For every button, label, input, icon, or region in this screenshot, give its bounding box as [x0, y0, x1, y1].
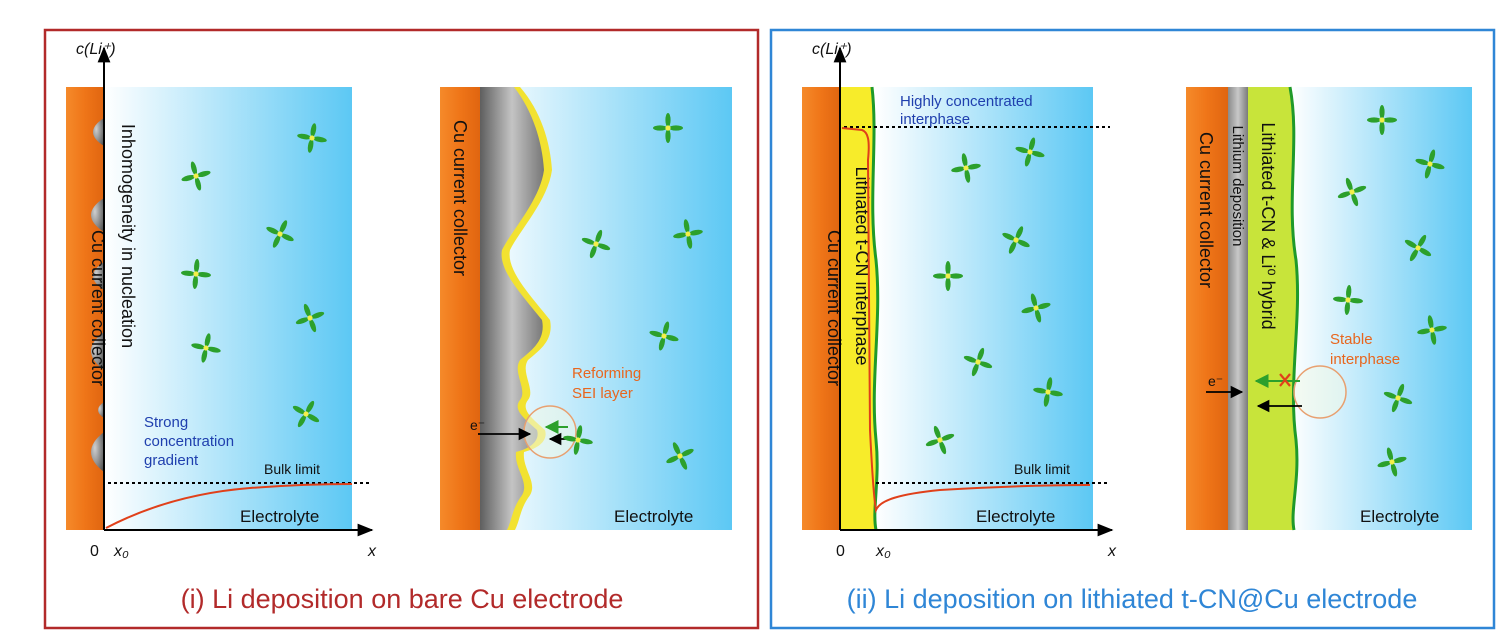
origin-label-ii: 0 [836, 543, 845, 560]
electrolyte-label-left: Electrolyte [240, 507, 319, 526]
cu-current-collector-right-ii [1186, 87, 1228, 530]
li-ion-icon [1383, 383, 1413, 413]
svg-text:gradient: gradient [144, 452, 199, 469]
panel-ii: Cu current collector Lithiated t-CN inte… [769, 28, 1496, 630]
interphase-layer-label: Lithiated t-CN interphase [852, 166, 872, 365]
li-ion-icon [1021, 293, 1051, 323]
svg-text:Reforming: Reforming [572, 365, 641, 382]
li-ion-icon [649, 321, 679, 351]
li-ion-icon [292, 400, 320, 428]
concentration-curve [105, 483, 353, 529]
electrolyte-region [104, 87, 352, 530]
svg-text:Highly concentrated: Highly concentrated [900, 93, 1033, 110]
li-ion-icon [925, 425, 955, 455]
electrolyte-region-right-ii [1290, 87, 1472, 530]
li-ion-icon [1002, 226, 1030, 254]
bulk-limit-label: Bulk limit [264, 461, 320, 477]
cu-collector-label-right: Cu current collector [450, 120, 470, 276]
tcn-interphase-edge [870, 86, 880, 531]
li-ion-icon [297, 123, 327, 153]
li-ion-icon [1404, 234, 1432, 262]
li-ion-icon [295, 303, 325, 333]
x-axis-label: x [367, 543, 377, 560]
svg-text:Strong: Strong [144, 414, 188, 431]
electrolyte-label-right: Electrolyte [614, 507, 693, 526]
svg-text:interphase: interphase [1330, 351, 1400, 368]
hybrid-label: Lithiated t-CN & Li⁰ hybrid [1258, 122, 1278, 329]
electrolyte-label-right-ii: Electrolyte [1360, 507, 1439, 526]
electron-label-ii: e⁻ [1208, 373, 1223, 389]
y-axis-label: c(Li⁺) [76, 41, 116, 58]
cu-current-collector-ii [802, 87, 840, 530]
li-ions [181, 105, 1447, 477]
svg-text:interphase: interphase [900, 111, 970, 128]
cu-collector-label-right-ii: Cu current collector [1196, 132, 1216, 288]
svg-text:SEI layer: SEI layer [572, 385, 633, 402]
sei-label: Reforming SEI layer [572, 365, 641, 402]
li-ion-icon [933, 261, 963, 291]
li-ion-icon [581, 229, 611, 259]
li-ion-icon [191, 333, 221, 363]
lithium-dendrites [480, 87, 544, 530]
panel-ii-frame [769, 28, 1496, 630]
li-ion-icon [1377, 447, 1407, 477]
li-ion-icon [563, 425, 593, 455]
caption-i: (i) Li deposition on bare Cu electrode [181, 584, 624, 614]
li-ion-icon [653, 113, 683, 143]
hybrid-layer [1248, 87, 1298, 530]
y-axis-label-ii: c(Li⁺) [812, 41, 852, 58]
li-ion-icon [181, 259, 211, 289]
svg-text:Stable: Stable [1330, 331, 1373, 348]
svg-text:concentration: concentration [144, 433, 234, 450]
caption-ii: (ii) Li deposition on lithiated t-CN@Cu … [847, 584, 1418, 614]
cu-current-collector-right [440, 87, 480, 530]
x-axis-label-ii: x [1107, 543, 1117, 560]
lithium-deposition-layer [1228, 87, 1248, 530]
x0-label-ii: x₀ [875, 543, 891, 560]
gradient-label: Strong concentration gradient [144, 414, 234, 469]
li-ion-icon [1337, 177, 1367, 207]
electron-label: e⁻ [470, 417, 485, 433]
origin-label: 0 [90, 543, 99, 560]
li-ion-icon [673, 219, 703, 249]
li-ion-icon [1333, 285, 1363, 315]
concentration-curve-ii [841, 127, 1091, 514]
bulk-limit-label-ii: Bulk limit [1014, 461, 1070, 477]
zoom-circle [523, 405, 577, 459]
x0-label: x₀ [113, 543, 129, 560]
hybrid-layer-edge [1288, 86, 1300, 531]
panel-i: Cu current collector Inhomogeneity in nu… [43, 28, 760, 630]
stable-interphase-label: Stable interphase [1330, 331, 1400, 368]
panel-i-frame [43, 28, 760, 630]
nucleation-label: Inhomogeneity in nucleation [118, 124, 138, 348]
li-ion-icon [181, 161, 211, 191]
li-ion-icon [666, 442, 694, 470]
highly-concentrated-label: Highly concentrated interphase [900, 93, 1033, 128]
li-ion-icon [1417, 315, 1447, 345]
blocked-x-icon [1279, 373, 1291, 387]
li-ion-icon [1415, 149, 1445, 179]
nucleation-bumps [91, 118, 104, 472]
li-ion-icon [951, 153, 981, 183]
electrolyte-region-ii [875, 87, 1093, 530]
zoom-circle-ii [1293, 365, 1347, 419]
li-ion-icon [1033, 377, 1063, 407]
li-ion-icon [266, 220, 294, 248]
li-ion-icon [1367, 105, 1397, 135]
lithium-deposition-label: Lithium deposition [1229, 126, 1246, 247]
li-ion-icon [963, 347, 993, 377]
li-ion-icon [1015, 137, 1045, 167]
electrolyte-label-left-ii: Electrolyte [976, 507, 1055, 526]
